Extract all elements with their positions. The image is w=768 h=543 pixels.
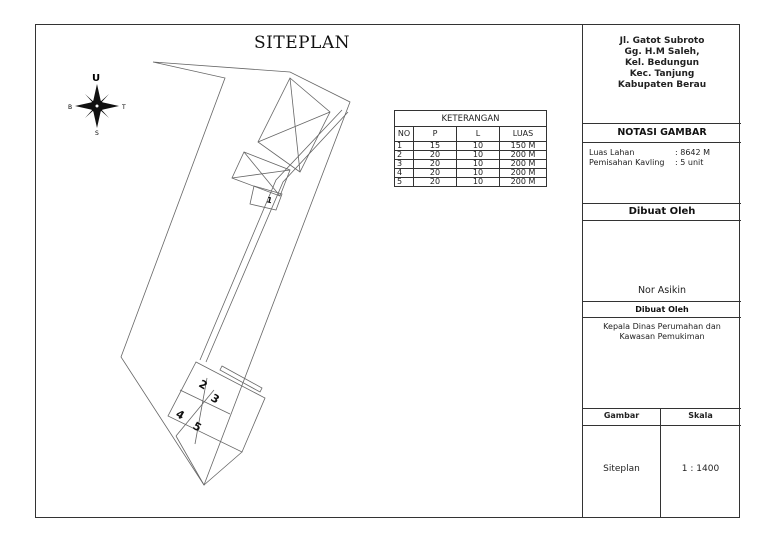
col-no: NO [394, 126, 414, 142]
compass-south: S [95, 130, 99, 137]
disetujui-text: Kepala Dinas Perumahan dan Kawasan Pemuk… [583, 322, 741, 341]
luas-lahan-value: : 8642 M [675, 148, 711, 157]
cell-l: 10 [456, 177, 500, 187]
footer-divider [660, 408, 661, 518]
lot-label-3: 3 [209, 391, 222, 406]
road-edge [199, 109, 343, 361]
luas-lahan-row: Luas Lahan : 8642 M [589, 148, 710, 157]
skala-value: 1 : 1400 [681, 464, 720, 474]
cell-luas: 200 M [499, 177, 547, 187]
title-block: Jl. Gatot Subroto Gg. H.M Saleh, Kel. Be… [582, 24, 741, 518]
skala-label: Skala [688, 411, 713, 420]
address-line: Kel. Bedungun [624, 58, 700, 68]
dibuat-name: Nor Asikin [637, 285, 687, 296]
compass-east: T [121, 104, 126, 111]
kavling-row: Pemisahan Kavling : 5 unit [589, 158, 703, 167]
land-boundary [120, 61, 351, 486]
gambar-label: Gambar [603, 411, 640, 420]
address-line: Kabupaten Berau [617, 80, 707, 90]
page-title: SITEPLAN [254, 33, 350, 53]
kavling-label: Pemisahan Kavling [589, 158, 665, 167]
notasi-heading: NOTASI GAMBAR [617, 127, 707, 138]
cell-p: 20 [413, 177, 457, 187]
lower-lots-group [167, 361, 266, 453]
keterangan-table: KETERANGAN NO P L LUAS 1 15 10 150 M 2 2… [394, 110, 547, 187]
address-line: Jl. Gatot Subroto [619, 36, 705, 46]
compass-west: B [68, 104, 72, 111]
lot-label-2: 2 [197, 377, 210, 392]
cell-no: 5 [394, 177, 414, 187]
compass-north: U [92, 73, 100, 84]
keterangan-caption: KETERANGAN [394, 110, 547, 127]
lot-label-1: 1 [265, 195, 273, 205]
address-line: Gg. H.M Saleh, [624, 47, 700, 57]
dibuat-heading: Dibuat Oleh [628, 206, 696, 217]
luas-lahan-label: Luas Lahan [589, 148, 635, 157]
disetujui-line: Kepala Dinas Perumahan dan [603, 322, 721, 331]
drawing-frame [35, 24, 740, 518]
col-luas: LUAS [499, 126, 547, 142]
address-line: Kec. Tanjung [629, 69, 695, 79]
address-block: Jl. Gatot Subroto Gg. H.M Saleh, Kel. Be… [583, 36, 741, 91]
lot-1-plot [249, 185, 283, 211]
road-edge-2 [205, 111, 349, 363]
house-block-top [257, 77, 331, 173]
compass-icon [75, 84, 119, 128]
kavling-value: : 5 unit [675, 158, 704, 167]
disetujui-heading: Dibuat Oleh [635, 305, 689, 314]
col-p: P [413, 126, 457, 142]
gambar-value: Siteplan [603, 464, 640, 474]
col-l: L [456, 126, 500, 142]
lot-label-4: 4 [174, 407, 187, 422]
table-row: 5 20 10 200 M [394, 177, 547, 187]
disetujui-line: Kawasan Pemukiman [619, 331, 705, 341]
